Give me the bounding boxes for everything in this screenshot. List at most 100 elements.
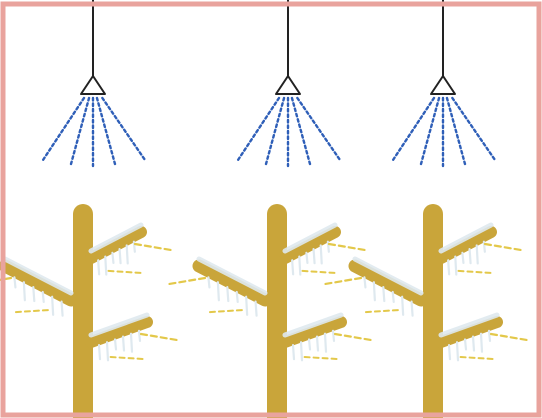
icicle	[326, 240, 330, 253]
icicle	[226, 285, 230, 303]
icicle	[447, 259, 451, 276]
icicle	[401, 295, 405, 316]
icicle	[391, 290, 395, 304]
ice-coating	[282, 222, 338, 254]
drip-line	[14, 309, 49, 314]
drip-line	[303, 356, 338, 360]
ice-coating	[352, 256, 424, 296]
icicle	[22, 281, 26, 302]
tree-branch	[85, 316, 153, 348]
icicle	[104, 255, 108, 276]
icicle	[111, 251, 115, 264]
drip-line	[333, 332, 373, 342]
sprinkler-nozzle-icon	[275, 75, 301, 95]
tree-branch	[279, 226, 341, 264]
sprinkler	[391, 0, 497, 168]
ice-coating	[282, 312, 344, 338]
spray-line	[445, 96, 467, 166]
icicle	[305, 251, 309, 264]
drip-line	[301, 269, 336, 274]
icicle	[372, 281, 376, 302]
icicle	[216, 281, 220, 302]
icicle	[41, 290, 45, 304]
drip-line	[327, 242, 367, 252]
icicle	[118, 248, 122, 265]
drip-line	[483, 242, 523, 252]
icicle	[291, 259, 295, 276]
icicle	[461, 251, 465, 264]
icicle	[482, 240, 486, 253]
iced-tree-icon	[167, 204, 373, 418]
icicle	[207, 276, 211, 289]
icicle	[105, 341, 110, 362]
drip-line	[109, 356, 144, 360]
icicle	[319, 244, 323, 265]
water-spray-lines	[391, 96, 497, 168]
icicle	[479, 332, 484, 353]
spray-line	[95, 96, 117, 166]
sprinkler	[236, 0, 342, 168]
icicle	[51, 295, 55, 316]
drip-line	[364, 309, 399, 314]
ice-coating	[438, 312, 500, 338]
icicle	[463, 338, 468, 351]
water-spray-lines	[41, 96, 147, 168]
icicle	[299, 341, 304, 362]
drip-line	[133, 242, 173, 252]
icicle	[121, 335, 126, 352]
icicle	[455, 341, 460, 362]
drip-line	[457, 269, 492, 274]
icicle	[245, 295, 249, 316]
icicle	[13, 276, 17, 289]
spray-line	[296, 96, 342, 162]
ice-coating	[438, 222, 494, 254]
icicle	[291, 344, 296, 361]
icicle	[32, 285, 36, 303]
icicle	[447, 344, 452, 361]
icicle	[487, 329, 492, 342]
sprinklers-layer	[41, 0, 497, 168]
spray-line	[236, 96, 281, 162]
ice-coating	[88, 222, 144, 254]
spray-line	[41, 96, 86, 162]
icicle	[315, 335, 320, 352]
icicle	[471, 335, 476, 352]
iced-tree-icon	[0, 204, 179, 418]
sprinkler-nozzle-icon	[80, 75, 106, 95]
tree-branch	[85, 226, 147, 264]
icicle	[382, 285, 386, 303]
tree-branch	[348, 259, 428, 307]
icicle	[454, 255, 458, 276]
icicle	[298, 255, 302, 276]
water-spray-lines	[236, 96, 342, 168]
sprinkler	[41, 0, 147, 168]
icicle	[60, 300, 64, 317]
spray-line	[391, 96, 436, 162]
icicle	[235, 290, 239, 304]
icicle	[475, 244, 479, 265]
icicle	[307, 338, 312, 351]
tree-branch	[435, 226, 497, 264]
drip-line	[139, 332, 179, 342]
tree-branch	[192, 259, 272, 307]
icicle	[363, 276, 367, 289]
drip-line	[107, 269, 142, 274]
ice-coating	[88, 312, 150, 338]
ice-coating	[2, 256, 74, 296]
spray-line	[451, 96, 497, 162]
spray-line	[290, 96, 312, 166]
icicle	[113, 338, 118, 351]
sprinkler-nozzle-icon	[430, 75, 456, 95]
icicle	[137, 329, 142, 342]
icicle	[132, 240, 136, 253]
trees-layer	[0, 204, 529, 418]
tree-branch	[0, 259, 78, 307]
drip-line	[489, 332, 529, 342]
spray-line	[419, 96, 441, 166]
icicle	[331, 329, 336, 342]
ice-coating	[196, 256, 268, 296]
icicle	[312, 248, 316, 265]
icicle	[468, 248, 472, 265]
